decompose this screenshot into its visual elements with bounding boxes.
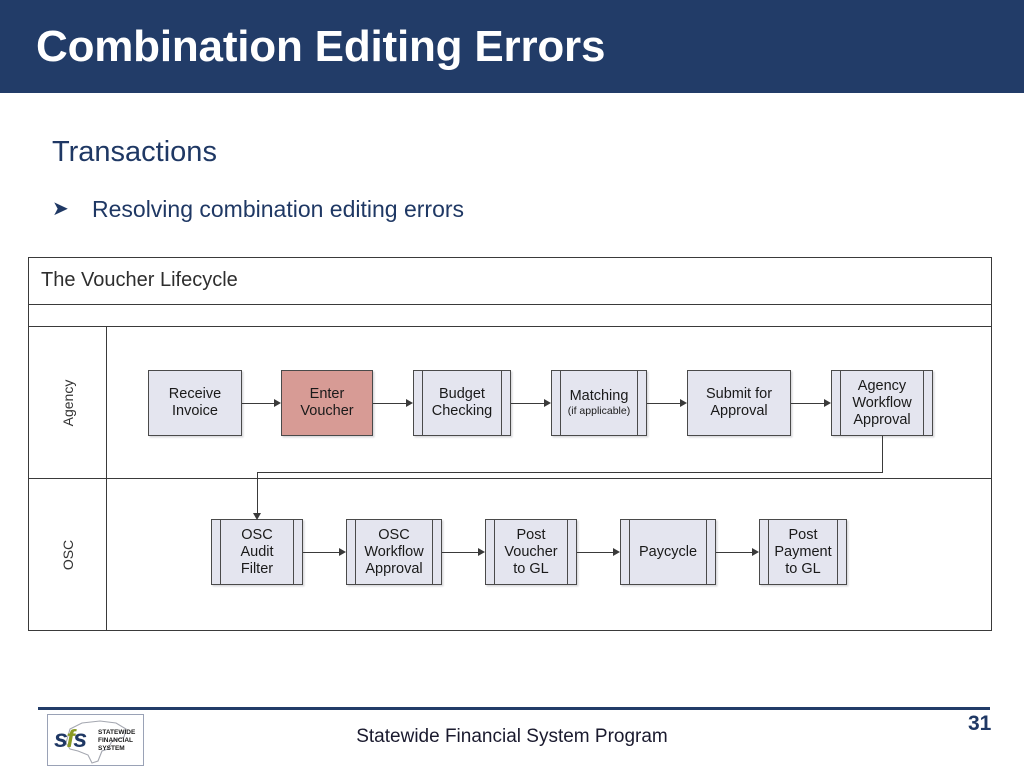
- diagram-title-row: The Voucher Lifecycle: [29, 258, 991, 305]
- connector-4: [647, 403, 681, 405]
- arrowhead-2: [406, 398, 413, 407]
- sfs-wordmark: sfs: [54, 725, 87, 753]
- logo-line-1: STATEWIDE: [98, 729, 136, 736]
- arrowhead-6: [339, 547, 346, 556]
- sfs-logo: sfs STATEWIDE FINANCIAL SYSTEM: [47, 714, 144, 766]
- connector-3: [511, 403, 545, 405]
- swimlane-osc-label: OSC: [59, 539, 76, 570]
- swimlane-agency-header: Agency: [29, 327, 107, 478]
- footer-divider: [38, 707, 990, 710]
- page-number: 31: [968, 712, 992, 735]
- crosslane-connector-down-1: [882, 436, 884, 473]
- node-paycycle[interactable]: Paycycle: [620, 519, 716, 585]
- node-label: Paycycle: [638, 543, 698, 560]
- node-label: Matching(if applicable): [567, 388, 631, 417]
- crosslane-connector-down-2: [257, 472, 259, 517]
- logo-letter-s1: s: [54, 725, 68, 753]
- crosslane-arrowhead: [253, 513, 261, 520]
- bullet-item-label: Resolving combination editing errors: [92, 196, 465, 222]
- connector-2: [373, 403, 407, 405]
- swimlane-agency-label: Agency: [59, 379, 76, 426]
- node-sublabel: (if applicable): [567, 405, 631, 417]
- title-divider: [0, 93, 1024, 99]
- diagram-title: The Voucher Lifecycle: [41, 269, 238, 291]
- arrowhead-7: [478, 547, 485, 556]
- arrowhead-9: [752, 547, 759, 556]
- arrowhead-1: [274, 398, 281, 407]
- arrowhead-5: [824, 398, 831, 407]
- section-subheading: Transactions: [52, 136, 217, 168]
- sfs-logo-text: STATEWIDE FINANCIAL SYSTEM: [98, 729, 135, 753]
- page-title: Combination Editing Errors: [36, 22, 606, 71]
- connector-5: [791, 403, 825, 405]
- connector-8: [577, 552, 614, 554]
- arrowhead-4: [680, 398, 687, 407]
- logo-line-3: SYSTEM: [98, 745, 125, 752]
- swimlane-osc-header: OSC: [29, 479, 107, 630]
- connector-6: [303, 552, 340, 554]
- arrowhead-3: [544, 398, 551, 407]
- new-york-state-outline-icon: [65, 720, 127, 764]
- connector-1: [242, 403, 275, 405]
- arrowhead-8: [613, 547, 620, 556]
- title-banner: [0, 0, 1024, 93]
- footer-program-name: Statewide Financial System Program: [356, 726, 668, 747]
- crosslane-connector-horizontal: [257, 472, 883, 474]
- logo-letter-s2: s: [73, 725, 87, 753]
- logo-line-2: FINANCIAL: [98, 737, 134, 744]
- logo-letter-f: f: [66, 725, 74, 753]
- bullet-arrow-icon: ➤: [52, 198, 69, 220]
- bullet-list-item: ➤ Resolving combination editing errors: [52, 194, 464, 224]
- diagram-spacer-row: [29, 305, 991, 327]
- connector-7: [442, 552, 479, 554]
- node-matching[interactable]: Matching(if applicable): [551, 370, 647, 436]
- connector-9: [716, 552, 753, 554]
